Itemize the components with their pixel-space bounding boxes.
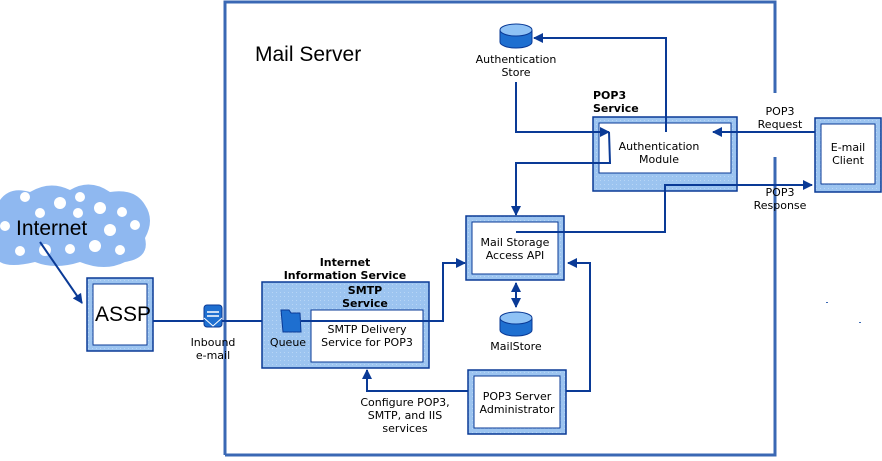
email-client-label: E-mail Client [830,141,866,167]
folder-icon [280,309,302,333]
page-title: Mail Server [255,43,362,66]
authentication-store-icon [499,23,533,49]
pop3-response-label: POP3 Response [753,186,807,212]
assp-label: ASSP [95,303,152,326]
configure-label: Configure POP3, SMTP, and IIS services [360,396,450,435]
iis-label: Internet Information Service [283,256,407,282]
envelope-icon [203,304,223,328]
auth-module-label: Authentication Module [618,140,700,166]
smtp-service-label: SMTP Service [342,284,388,310]
inbound-label: Inbound e-mail [190,336,236,362]
mailstore-label: MailStore [490,340,542,353]
pop3-request-label: POP3 Request [757,105,803,131]
internet-label: Internet [16,217,88,240]
queue-label: Queue [269,336,307,349]
smtp-delivery-label: SMTP Delivery Service for POP3 [321,323,413,349]
pop3-service-label: POP3 Service [593,89,639,115]
auth-store-label: Authentication Store [475,53,557,79]
internet-cloud [0,184,150,267]
mailstore-database-icon [499,311,533,337]
mail-api-label: Mail Storage Access API [480,236,550,262]
mail-server-frame [223,0,777,457]
admin-label: POP3 Server Administrator [479,390,555,416]
